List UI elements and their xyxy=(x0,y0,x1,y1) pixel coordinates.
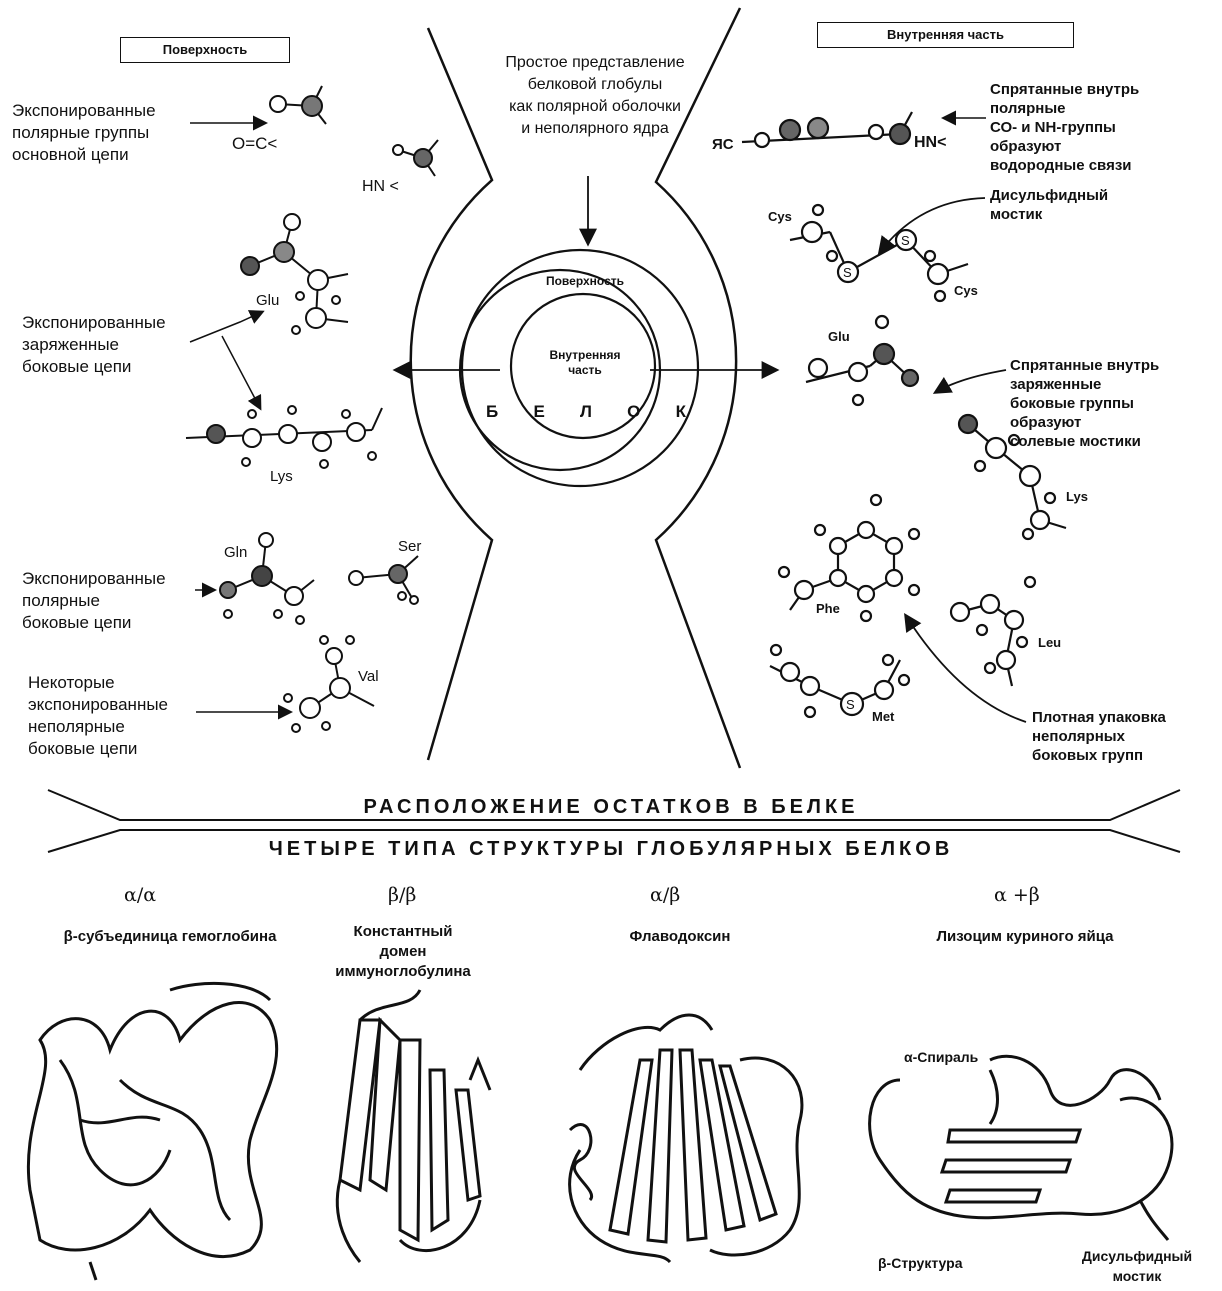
residue-ser: Ser xyxy=(398,536,421,558)
structure-symbol: α +β xyxy=(994,884,1040,906)
sulfur-atom-label: S xyxy=(846,694,855,716)
label-beta-sheet: β-Структура xyxy=(878,1252,962,1274)
ribbon-lysozyme xyxy=(870,1056,1172,1240)
label-exposed-polar: Экспонированные полярные боковые цепи xyxy=(22,568,166,634)
residue-leu: Leu xyxy=(1038,632,1061,654)
label-disulfide-bridge: Дисульфидный мостик xyxy=(990,186,1108,224)
structure-symbol: β/β xyxy=(388,884,416,906)
protein-letter: Б xyxy=(486,402,498,422)
structure-name: Лизоцим куриного яйца xyxy=(900,926,1150,948)
label-buried-polar: Спрятанные внутрь полярные СО- и NH-груп… xyxy=(990,80,1139,175)
ribbon-flavodoxin xyxy=(570,1015,802,1262)
molecule-disulfide xyxy=(790,205,968,301)
interior-box: Внутренняя часть xyxy=(817,22,1074,48)
protein-letters: Б Е Л О К xyxy=(486,402,686,422)
molecule-glu xyxy=(241,214,348,334)
residue-phe: Phe xyxy=(816,598,840,620)
label-exposed-nonpolar: Некоторые экспонированные неполярные бок… xyxy=(28,672,168,760)
molecule-hn xyxy=(393,140,438,176)
group-hn: HN < xyxy=(362,176,399,198)
ribbon-hemoglobin xyxy=(28,983,276,1280)
protein-letter: Е xyxy=(533,402,544,422)
residue-cys: Cys xyxy=(954,280,978,302)
molecule-lys xyxy=(186,406,382,468)
structure-name: β-субъединица гемоглобина xyxy=(20,926,320,948)
surface-box: Поверхность xyxy=(120,37,290,63)
group-hn-right: HN< xyxy=(914,132,946,154)
residue-met: Met xyxy=(872,706,894,728)
structure-name: Флаводоксин xyxy=(580,926,780,948)
protein-letter: О xyxy=(627,402,640,422)
residue-val: Val xyxy=(358,666,379,688)
molecule-phe xyxy=(779,495,919,621)
group-oc: O=C< xyxy=(232,133,277,155)
label-buried-charged: Спрятанные внутрь заряженные боковые гру… xyxy=(1010,356,1159,451)
residue-glu-right: Glu xyxy=(828,326,850,348)
molecule-hbond xyxy=(742,112,912,147)
protein-letter: Л xyxy=(580,402,592,422)
residue-lys-right: Lys xyxy=(1066,486,1088,508)
ribbon-immunoglobulin xyxy=(337,990,490,1262)
structure-name: Константный домен иммуноглобулина xyxy=(318,922,488,982)
label-exposed-backbone: Экспонированные полярные группы основной… xyxy=(12,100,156,166)
residue-gln: Gln xyxy=(224,542,247,564)
residue-lys: Lys xyxy=(270,466,293,488)
label-dense-packing: Плотная упаковка неполярных боковых груп… xyxy=(1032,708,1166,765)
salt-arrow xyxy=(936,370,1006,392)
structure-symbol: α/α xyxy=(124,884,156,906)
sulfur-atom-label: S xyxy=(843,262,852,284)
protein-letter: К xyxy=(676,402,686,422)
globule-caption: Простое представление белковой глобулы к… xyxy=(470,52,720,140)
label-alpha-helix: α-Спираль xyxy=(904,1046,978,1068)
banner-placement: РАСПОЛОЖЕНИЕ ОСТАТКОВ В БЕЛКЕ xyxy=(0,796,1222,819)
sulfur-atom-label: S xyxy=(901,230,910,252)
label-lysozyme-disulfide: Дисульфидный мостик xyxy=(1062,1246,1212,1286)
core-label: Внутренняя часть xyxy=(530,348,640,378)
molecule-oc xyxy=(270,86,326,124)
molecule-ser xyxy=(349,556,418,604)
charged-arrow-2 xyxy=(222,336,260,408)
residue-cys: Cys xyxy=(768,206,792,228)
group-co-right: ЯС xyxy=(712,134,734,156)
molecule-leu xyxy=(951,577,1035,686)
label-exposed-charged: Экспонированные заряженные боковые цепи xyxy=(22,312,166,378)
charged-arrow xyxy=(190,312,262,342)
residue-glu: Glu xyxy=(256,290,279,312)
banner-structure-types: ЧЕТЫРЕ ТИПА СТРУКТУРЫ ГЛОБУЛЯРНЫХ БЕЛКОВ xyxy=(0,838,1222,861)
structure-symbol: α/β xyxy=(650,884,680,906)
outer-ring-label: Поверхность xyxy=(520,270,650,292)
